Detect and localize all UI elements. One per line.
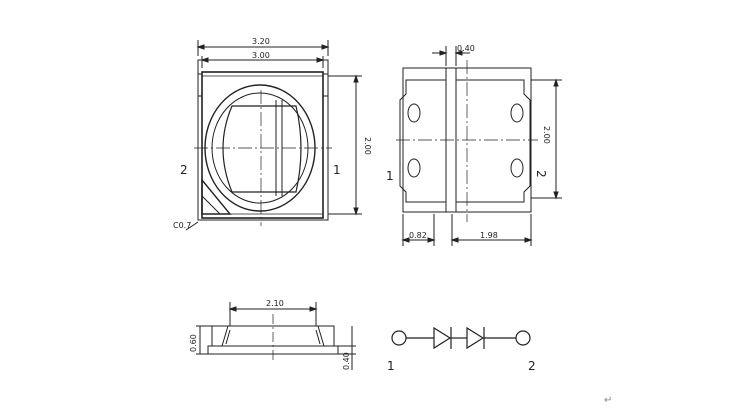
side-view — [196, 302, 356, 370]
bottom-hole-3 — [510, 103, 524, 123]
chamfer-label: C0.7 — [173, 221, 191, 230]
bottom-pad-right-width-label: 1.98 — [480, 231, 498, 240]
top-view-body-outer — [197, 59, 329, 221]
top-width-outer-label: 3.20 — [252, 37, 270, 46]
chamfer-corner — [201, 178, 232, 215]
schematic-terminal-right — [515, 330, 531, 346]
bottom-pad-left — [399, 79, 447, 203]
bottom-pad-right — [455, 79, 531, 203]
bottom-view — [396, 46, 562, 246]
top-view — [185, 40, 362, 231]
bottom-pin-left-label: 1 — [386, 169, 394, 183]
schematic-pin-right-label: 2 — [528, 359, 536, 373]
top-pin-left-label: 2 — [180, 163, 188, 177]
side-lens — [221, 325, 325, 347]
lens-outline — [222, 105, 302, 193]
top-pin-right-label: 1 — [333, 163, 341, 177]
side-total-height-label: 0.60 — [189, 334, 198, 352]
top-view-body-inner — [201, 71, 324, 219]
schematic-pin-left-label: 1 — [387, 359, 395, 373]
bottom-pad-left-width-label: 0.82 — [409, 231, 427, 240]
bottom-pin-right-label: 2 — [534, 170, 548, 178]
bottom-hole-1 — [407, 103, 421, 123]
diode-2 — [466, 326, 485, 350]
bottom-height-label: 2.00 — [542, 126, 551, 144]
side-base-height-label: 0.40 — [342, 352, 351, 370]
bottom-hole-2 — [407, 158, 421, 178]
side-lens-width-label: 2.10 — [266, 299, 284, 308]
diode-1 — [433, 326, 452, 350]
schematic-symbol — [391, 326, 531, 350]
bottom-gap-label: 0.40 — [457, 44, 475, 53]
top-height-label: 2.00 — [363, 137, 372, 155]
return-mark: ↵ — [604, 395, 612, 406]
schematic-terminal-left — [391, 330, 407, 346]
bottom-hole-4 — [510, 158, 524, 178]
top-width-inner-label: 3.00 — [252, 51, 270, 60]
